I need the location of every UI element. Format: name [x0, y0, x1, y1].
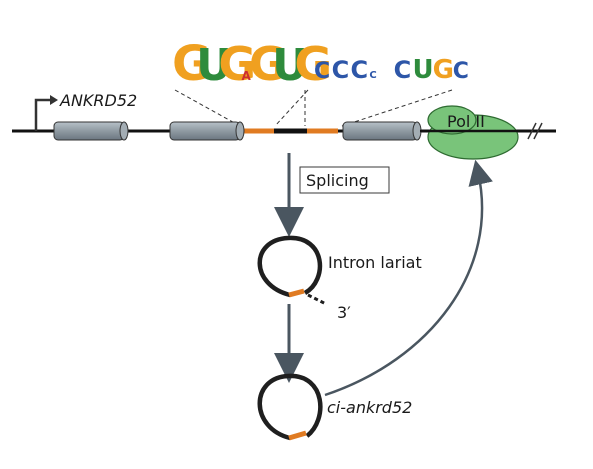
splicing-label: Splicing — [306, 171, 369, 190]
intron-lariat — [257, 235, 327, 306]
motif-letter: A — [241, 69, 251, 83]
motif-letter: U — [196, 40, 232, 91]
motif-letter: C — [394, 56, 412, 84]
break-mark-icon — [527, 122, 543, 140]
pol-ii-label: Pol II — [447, 112, 485, 131]
motif-letter: G — [294, 37, 332, 91]
feedback-arrow — [324, 159, 493, 397]
motif-letter: C — [369, 70, 376, 81]
exon-3 — [342, 121, 422, 141]
motif-letter: G — [249, 37, 287, 91]
lariat-tail — [307, 293, 327, 306]
motif-guide-lines — [174, 89, 453, 127]
transcription-start-arrow — [34, 98, 52, 131]
motif-letter: G — [218, 37, 256, 91]
exon-2 — [169, 121, 245, 141]
motif-letter: U — [412, 55, 433, 85]
motif-letter: C — [453, 59, 469, 84]
motif-letter: C — [351, 56, 369, 84]
ci-ankrd52-circle — [257, 373, 323, 441]
lariat-tail-label: 3′ — [337, 303, 351, 322]
gene-locus — [12, 95, 556, 160]
motif-letter: C — [332, 56, 350, 84]
splicing-label-box — [299, 166, 390, 194]
pol-ii-complex — [420, 105, 520, 160]
motif-letter: G — [433, 55, 454, 85]
motif-letter: G — [172, 36, 211, 92]
motif-letter: U — [272, 40, 308, 91]
exon-1 — [53, 121, 129, 141]
ci-ankrd52-label: ci-ankrd52 — [327, 398, 412, 417]
lariat-label: Intron lariat — [328, 253, 422, 272]
motif-letter: C — [314, 59, 330, 84]
gene-name: ANKRD52 — [59, 91, 137, 110]
